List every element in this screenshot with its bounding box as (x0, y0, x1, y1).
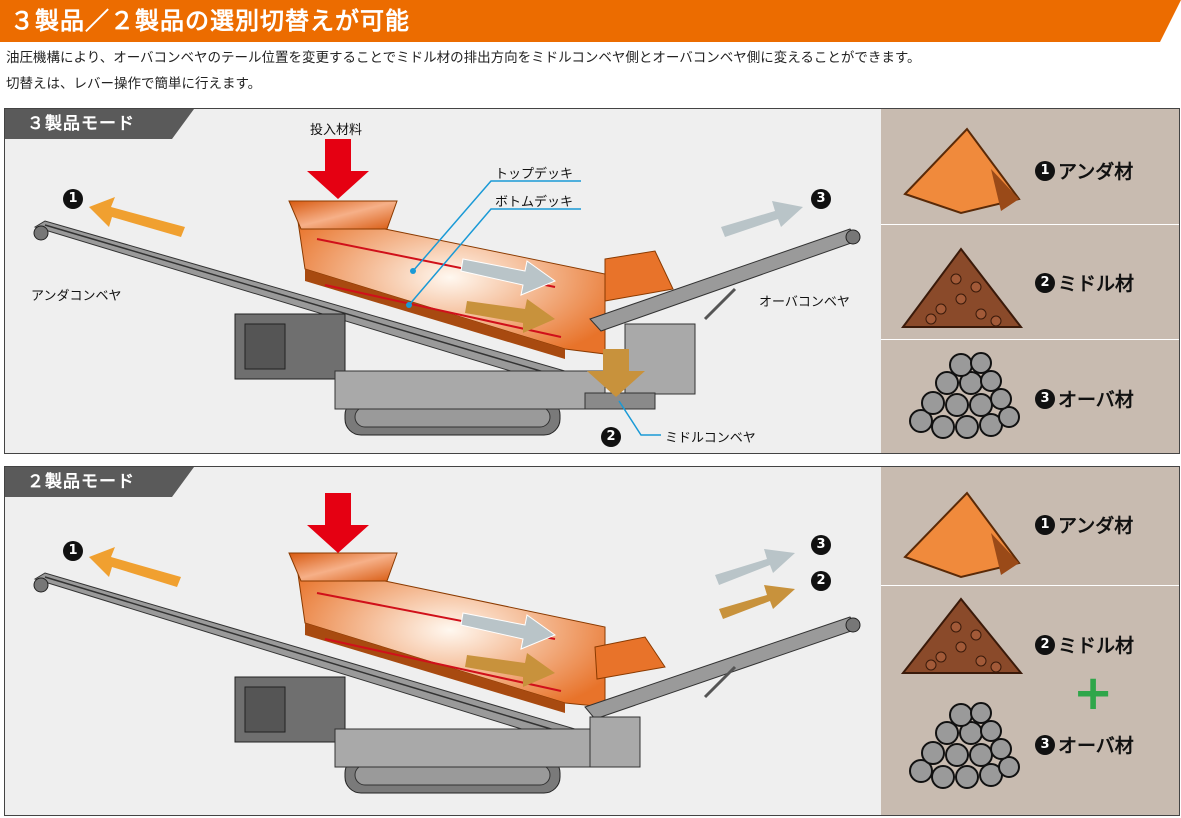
over-conveyor-label: オーバコンベヤ (759, 295, 850, 310)
mode2-materials-legend: 1 アンダ材 2 ミドル材 + 3 オーバ材 (881, 467, 1179, 815)
legend-under-material: アンダ材 (1058, 515, 1134, 537)
legend-over-material: オーバ材 (1058, 735, 1134, 757)
description-line-2: 切替えは、レバー操作で簡単に行えます。 (6, 76, 262, 92)
mode3-machine-illustration (33, 139, 861, 436)
mode2-tab: ２製品モード (5, 467, 194, 497)
legend-divider (881, 224, 1179, 225)
marker-under-1: 1 (63, 541, 83, 561)
description-line-1: 油圧機構により、オーバコンベヤのテール位置を変更することでミドル材の排出方向をミ… (6, 50, 921, 66)
mode2-machine-illustration (33, 493, 861, 794)
header-background (0, 0, 1181, 42)
mode2-material-piles (900, 491, 1024, 789)
middle-conveyor-label: ミドルコンベヤ (665, 431, 756, 446)
top-deck-label: トップデッキ (495, 167, 574, 182)
legend-number: 2 (1035, 635, 1055, 655)
mode3-diagram: ３製品モード 投入材料 トップデッキ ボトムデッキ アンダコンベヤ オーバコンベ… (5, 109, 881, 453)
legend-number: 1 (1035, 161, 1055, 181)
marker-under-1: 1 (63, 189, 83, 209)
marker-middle-2: 2 (811, 571, 831, 591)
combine-plus-icon: + (1073, 665, 1114, 721)
input-material-label: 投入材料 (310, 123, 363, 138)
legend-divider (881, 585, 1179, 586)
page-title: ３製品／２製品の選別切替えが可能 (10, 7, 410, 35)
legend-divider (881, 339, 1179, 340)
marker-middle-2: 2 (601, 427, 621, 447)
legend-number: 1 (1035, 515, 1055, 535)
legend-middle-material: ミドル材 (1058, 273, 1135, 295)
marker-over-3: 3 (811, 189, 831, 209)
under-conveyor-label: アンダコンベヤ (31, 289, 122, 304)
marker-over-3: 3 (811, 535, 831, 555)
mode2-diagram: ２製品モード 1 3 2 (5, 467, 881, 815)
mode3-panel: ３製品モード 投入材料 トップデッキ ボトムデッキ アンダコンベヤ オーバコンベ… (4, 108, 1180, 454)
header-bar: ３製品／２製品の選別切替えが可能 (0, 0, 1181, 42)
mode3-tab: ３製品モード (5, 109, 194, 139)
legend-over-material: オーバ材 (1058, 389, 1134, 411)
mode3-material-piles (901, 127, 1024, 439)
legend-number: 3 (1035, 389, 1055, 409)
mode3-materials-legend: 1 アンダ材 2 ミドル材 3 オーバ材 (881, 109, 1179, 453)
legend-under-material: アンダ材 (1058, 161, 1134, 183)
mode2-panel: ２製品モード 1 3 2 1 アンダ材 2 ミドル材 + 3 オーバ材 (4, 466, 1180, 816)
legend-number: 2 (1035, 273, 1055, 293)
bottom-deck-label: ボトムデッキ (495, 195, 574, 210)
legend-middle-material: ミドル材 (1058, 635, 1135, 657)
legend-number: 3 (1035, 735, 1055, 755)
